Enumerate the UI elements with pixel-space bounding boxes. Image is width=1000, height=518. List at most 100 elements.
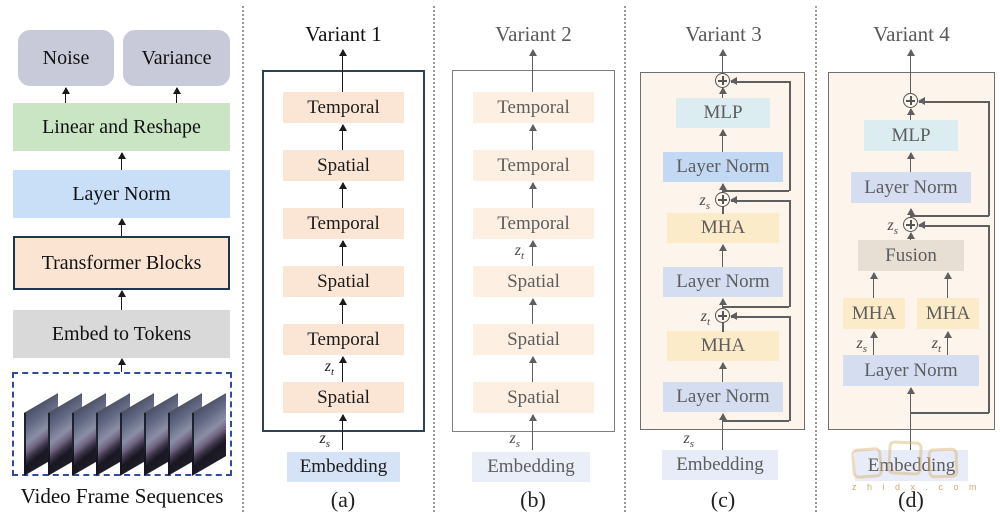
z-symbol: z <box>887 217 894 234</box>
z-s-label: zs <box>843 336 867 355</box>
column-separator <box>242 6 244 512</box>
column-separator <box>815 6 817 512</box>
column-separator <box>433 6 435 512</box>
noise-box: Noise <box>18 30 114 86</box>
arrow-up <box>944 331 953 355</box>
variant2-title: Variant 2 <box>495 22 572 46</box>
watermark-site-text: z h i d x . c o m <box>852 482 981 492</box>
linear-reshape-box: Linear and Reshape <box>13 103 230 151</box>
arrow-up <box>173 87 182 103</box>
residual-line <box>988 101 990 216</box>
z-subscript-t: t <box>937 343 941 356</box>
variant2-tag: (b) <box>520 487 546 512</box>
residual-line <box>731 200 789 202</box>
variant4-layer-norm-box: Layer Norm <box>851 172 971 203</box>
connector-line <box>722 322 724 332</box>
arrow-up <box>62 87 71 103</box>
z-subscript-s: s <box>705 200 710 213</box>
z-symbol: z <box>324 358 331 375</box>
z-subscript-s: s <box>893 225 898 238</box>
variant2-block: Temporal <box>473 208 594 239</box>
arrow-up <box>719 183 728 193</box>
arrow-up <box>529 49 538 92</box>
residual-line <box>789 81 791 191</box>
watermark-logo-icon <box>850 446 884 480</box>
residual-arrowhead <box>730 77 737 85</box>
arrow-up <box>117 358 126 372</box>
arrow-up <box>719 129 728 152</box>
arrow-up <box>719 362 728 382</box>
arrow-up <box>719 49 728 74</box>
variant3-tag: (c) <box>710 487 736 512</box>
residual-line <box>919 225 989 227</box>
add-circle-icon <box>715 308 730 323</box>
variance-box: Variance <box>123 30 230 86</box>
video-frames-container <box>12 372 232 476</box>
z-s-label: zs <box>486 431 520 450</box>
variant1-block: Temporal <box>283 208 404 239</box>
arrow-up <box>907 387 916 450</box>
z-t-label: zt <box>917 336 941 355</box>
arrow-up <box>117 218 126 236</box>
arrow-up <box>870 272 879 298</box>
watermark-logo-icon <box>927 447 959 479</box>
z-s-label: zs <box>870 218 898 237</box>
arrow-up <box>339 414 348 450</box>
variant2-embedding-box: Embedding <box>472 452 590 482</box>
arrow-up <box>907 108 916 120</box>
variant4-embedding-box: Embedding <box>855 450 968 481</box>
arrow-up <box>907 232 916 240</box>
transformer-blocks-box: Transformer Blocks <box>13 236 230 290</box>
arrow-up <box>529 356 538 382</box>
arrow-up <box>339 298 348 324</box>
residual-line <box>789 200 791 307</box>
watermark-logo-icon <box>887 440 923 476</box>
connector-line <box>722 206 724 214</box>
residual-line <box>723 190 789 192</box>
residual-line <box>731 81 789 83</box>
add-circle-icon <box>903 217 918 232</box>
arrow-up <box>907 208 916 218</box>
variant2-block: Temporal <box>473 150 594 181</box>
arrow-up <box>719 298 728 309</box>
residual-line <box>911 215 989 217</box>
z-subscript-s: s <box>689 438 694 451</box>
z-symbol: z <box>683 430 690 447</box>
z-s-label: zs <box>682 193 710 212</box>
residual-line <box>911 412 989 414</box>
z-t-label: zt <box>490 243 524 262</box>
add-circle-icon <box>715 192 730 207</box>
arrow-up <box>944 272 953 298</box>
variant1-tag: (a) <box>330 487 356 512</box>
variant3-title: Variant 3 <box>685 22 762 46</box>
arrow-up <box>339 49 348 92</box>
arrow-up <box>339 356 348 382</box>
variant1-block: Spatial <box>283 150 404 181</box>
arrow-up <box>719 87 728 98</box>
residual-line <box>919 101 989 103</box>
variant3-layer-norm-box: Layer Norm <box>663 267 783 297</box>
residual-arrowhead <box>730 196 737 204</box>
variant1-block: Spatial <box>283 382 404 413</box>
z-symbol: z <box>856 335 863 352</box>
arrow-up <box>529 240 538 266</box>
variant4-fusion-box: Fusion <box>858 240 964 271</box>
variant3-mha-box: MHA <box>667 331 779 361</box>
arrow-up <box>117 290 126 310</box>
variant2-block: Temporal <box>473 92 594 123</box>
residual-line <box>988 225 990 413</box>
arrow-up <box>907 152 916 172</box>
z-t-label: zt <box>682 309 710 328</box>
variant4-mha-box: MHA <box>843 298 905 329</box>
z-subscript-t: t <box>330 366 334 379</box>
z-symbol: z <box>509 430 516 447</box>
add-circle-icon <box>903 93 918 108</box>
arrow-up <box>870 331 879 355</box>
video-frames-caption: Video Frame Sequences <box>20 484 224 508</box>
z-symbol: z <box>699 192 706 209</box>
residual-arrowhead <box>730 312 737 320</box>
z-s-label: zs <box>666 431 694 450</box>
variant4-tag: (d) <box>898 487 924 512</box>
residual-line <box>731 316 789 318</box>
